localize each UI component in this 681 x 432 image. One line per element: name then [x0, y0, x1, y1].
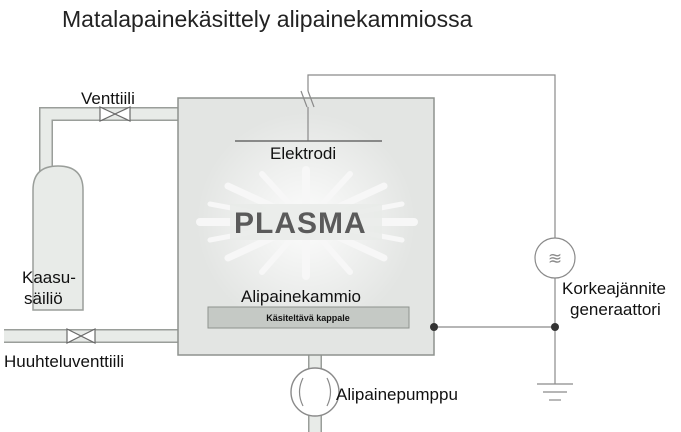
generator-label-line1: Korkeajännite: [562, 279, 666, 298]
electrode-label: Elektrodi: [270, 144, 336, 163]
feedthrough-capacitor: [300, 86, 315, 108]
chamber-label: Alipainekammio: [241, 287, 361, 306]
gas-tank: [32, 165, 84, 311]
vacuum-pump: [290, 367, 340, 417]
generator-symbol-icon: ≋: [548, 249, 562, 268]
junction-dot-chamber: [430, 323, 438, 331]
workpiece-label: Käsiteltävä kappale: [266, 313, 350, 323]
junction-dot-generator: [551, 323, 559, 331]
plasma-label: PLASMA: [234, 207, 367, 240]
gas-tank-label-line2: säiliö: [24, 289, 63, 308]
purge-valve-label: Huuhteluventtiili: [4, 352, 124, 371]
gas-tank-label-line1: Kaasu-: [22, 268, 76, 287]
pump-label: Alipainepumppu: [336, 385, 458, 404]
generator-circle: [534, 237, 576, 279]
purge-valve: [66, 328, 96, 344]
ground-icon: [537, 383, 573, 401]
valve-label: Venttiili: [81, 89, 135, 108]
diagram-title: Matalapainekäsittely alipainekammiossa: [62, 6, 473, 32]
valve: [99, 106, 131, 122]
gas-pipe: [39, 107, 178, 172]
workpiece: [207, 306, 410, 329]
generator-label-line2: generaattori: [570, 300, 661, 319]
